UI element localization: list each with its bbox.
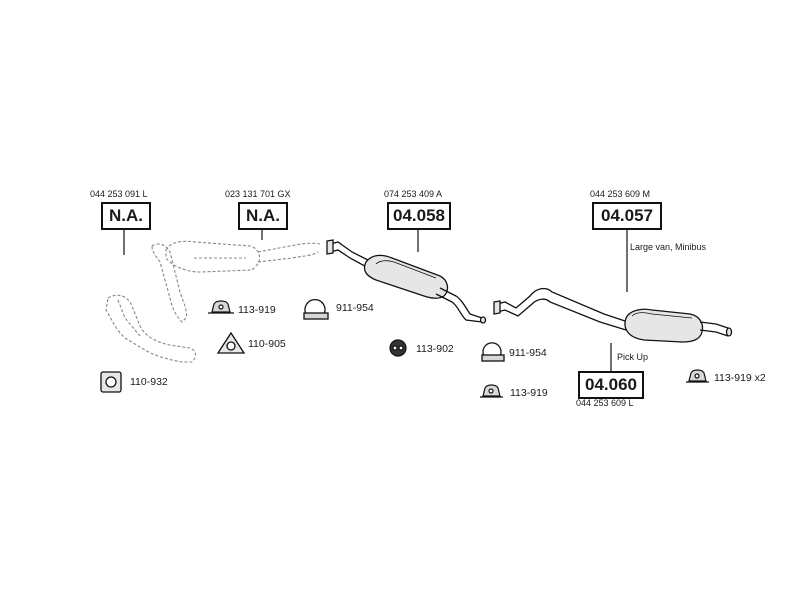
assembly-note: Large van, Minibus xyxy=(630,242,707,252)
part-number-label[interactable]: 110-905 xyxy=(248,338,286,350)
part-number-label[interactable]: 110-932 xyxy=(130,376,168,388)
gasket-triangle-icon xyxy=(216,331,246,354)
center-silencer-04058 xyxy=(326,239,487,324)
oem-number: 044 253 609 M xyxy=(590,189,651,199)
assembly-code-box[interactable]: 04.060 xyxy=(578,371,644,399)
assembly-code-box[interactable]: 04.057 xyxy=(592,202,662,230)
part-number-label[interactable]: 113-919 xyxy=(510,387,548,399)
assembly-note: Pick Up xyxy=(617,352,649,362)
gasket-square-icon xyxy=(100,371,122,393)
assembly-code-box[interactable]: N.A. xyxy=(101,202,151,230)
clamp-icon xyxy=(303,298,329,320)
front-pipe-na xyxy=(105,243,197,363)
oem-number: 044 253 091 L xyxy=(90,189,148,199)
part-number-label[interactable]: 911-954 xyxy=(509,347,547,359)
catalytic-converter-na xyxy=(165,240,321,273)
assembly-code-box[interactable]: 04.058 xyxy=(387,202,451,230)
hanger-icon xyxy=(208,300,234,314)
part-number-label[interactable]: 113-919 xyxy=(238,304,276,316)
hanger-icon xyxy=(480,384,503,398)
rear-silencer-04057 xyxy=(493,287,733,343)
oem-number: 023 131 701 GX xyxy=(225,189,291,199)
assembly-code-box[interactable]: N.A. xyxy=(238,202,288,230)
rubber-mount-icon xyxy=(389,339,407,357)
oem-number: 074 253 409 A xyxy=(384,189,443,199)
part-number-label[interactable]: 113-919 x2 xyxy=(714,372,766,384)
clamp-icon xyxy=(481,342,505,362)
part-number-label[interactable]: 113-902 xyxy=(416,343,454,355)
hanger-icon xyxy=(686,369,709,383)
part-number-label[interactable]: 911-954 xyxy=(336,302,374,314)
oem-number: 044 253 609 L xyxy=(576,398,634,408)
